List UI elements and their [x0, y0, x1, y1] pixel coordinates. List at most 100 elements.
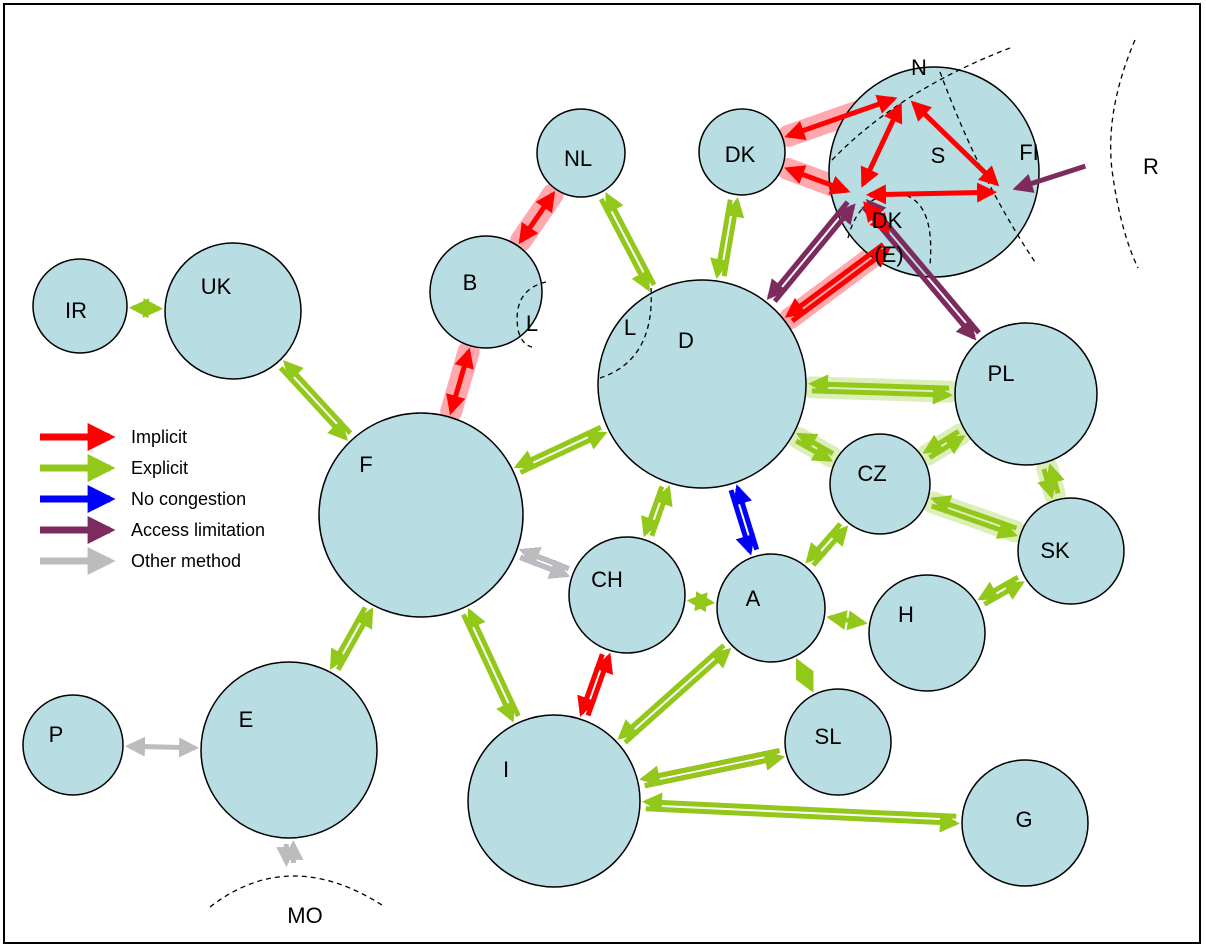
- link-halo-19: [916, 423, 972, 466]
- node-label-i: I: [503, 757, 509, 782]
- node-ir: [32, 258, 128, 354]
- link-arrow-fwd-29: [983, 581, 1025, 607]
- link-arrow-back-5: [721, 196, 745, 277]
- nordic-label-n: N: [911, 55, 927, 80]
- morocco-border: [209, 875, 386, 908]
- link-arrow-a-30: [795, 658, 814, 681]
- link-arrow-back-1: [283, 360, 353, 435]
- link-arrow-back-37: [642, 792, 957, 819]
- node-label-sk: SK: [1040, 538, 1070, 563]
- node-cz: [829, 433, 931, 535]
- link-arrow-fwd-17: [811, 384, 953, 405]
- link-arrow-fwd-8: [790, 247, 891, 324]
- node-label-cz: CZ: [857, 461, 886, 486]
- link-arrow-fwd-38: [329, 606, 368, 670]
- node-ch: [568, 536, 686, 654]
- link-arrow-fwd-36: [644, 750, 785, 789]
- russia-border: [1110, 39, 1139, 269]
- link-arrow-back-27: [805, 522, 843, 564]
- node-label-e: E: [239, 707, 254, 732]
- link-arrow-double-7: [784, 165, 851, 195]
- luxembourg-label-b: L: [526, 311, 538, 336]
- link-arrow-a-39: [161, 737, 200, 758]
- link-arrow-back-21: [1045, 463, 1065, 495]
- link-arrow-b-26: [694, 591, 716, 612]
- link-arrow-b-39: [124, 736, 163, 757]
- luxembourg-border-d: [599, 287, 652, 379]
- link-arrow-single-11: [1012, 163, 1087, 193]
- legend-label-explicit: Explicit: [131, 458, 188, 478]
- node-sl: [784, 688, 892, 796]
- link-arrow-double-14: [865, 182, 998, 205]
- node-label-uk: UK: [201, 274, 232, 299]
- link-arrow-back-19: [922, 429, 960, 454]
- node-nl: [536, 108, 626, 198]
- link-arrow-back-31: [623, 647, 732, 745]
- node-d: [597, 279, 807, 489]
- legend-label-no_congestion: No congestion: [131, 489, 246, 509]
- node-a: [716, 553, 826, 663]
- link-arrow-fwd-31: [617, 643, 726, 740]
- node-label-p: P: [49, 722, 64, 747]
- flow-links: [124, 94, 1087, 868]
- node-i: [467, 714, 641, 888]
- node-label-nl: NL: [564, 146, 592, 171]
- node-pl: [954, 322, 1098, 466]
- node-label-f: F: [359, 452, 372, 477]
- link-arrow-back-18: [796, 432, 835, 456]
- link-arrow-back-20: [930, 495, 1018, 531]
- node-dkw: [698, 108, 786, 196]
- node-p: [22, 694, 124, 796]
- nordic-label-fi: FI: [1019, 140, 1039, 165]
- link-arrow-a-26: [686, 592, 708, 613]
- link-arrow-double-3: [518, 190, 556, 245]
- link-arrow-back-38: [335, 607, 374, 671]
- link-arrow-fwd-16: [513, 425, 602, 469]
- link-arrow-double-13: [910, 100, 1000, 187]
- link-arrow-back-33: [585, 652, 614, 717]
- legend-label-access_limitation: Access limitation: [131, 520, 265, 540]
- link-arrow-back-9: [766, 200, 850, 301]
- diagram-frame: [3, 3, 1201, 944]
- nordic-label-dke-e: (E): [874, 242, 903, 267]
- link-arrow-back-8: [784, 242, 885, 318]
- link-arrow-back-36: [639, 748, 781, 786]
- morocco-label: MO: [287, 903, 322, 928]
- node-label-dkw: DK: [725, 142, 756, 167]
- node-label-sl: SL: [815, 724, 842, 749]
- link-arrow-back-17: [808, 374, 950, 395]
- link-arrow-fwd-4: [598, 197, 651, 292]
- link-arrow-b-28: [846, 610, 868, 631]
- node-f: [318, 412, 524, 618]
- node-sk: [1017, 497, 1125, 605]
- link-arrow-fwd-9: [772, 203, 856, 303]
- link-arrow-back-34: [467, 607, 521, 718]
- sublabel-group: N S FI DK (E) L L R MO: [287, 55, 1159, 928]
- nordic-label-s: S: [931, 143, 946, 168]
- nordic-label-dke: DK: [872, 208, 903, 233]
- nordic-border-n: [831, 47, 1011, 161]
- nordic-border-dke: [847, 193, 932, 266]
- link-arrow-back-29: [977, 574, 1020, 601]
- link-arrow-b-30: [795, 670, 814, 693]
- link-arrow-fwd-34: [461, 613, 515, 723]
- legend-label-implicit: Implicit: [131, 427, 187, 447]
- node-label-ir: IR: [65, 298, 87, 323]
- node-e: [200, 661, 378, 839]
- node-label-pl: PL: [988, 361, 1015, 386]
- link-halo-17: [800, 376, 961, 403]
- node-label-d: D: [678, 328, 694, 353]
- link-halo-20: [921, 491, 1027, 543]
- node-label-a: A: [746, 586, 761, 611]
- node-uk: [164, 242, 302, 380]
- link-arrow-back-22: [649, 485, 673, 537]
- node-label-b: B: [463, 270, 478, 295]
- node-label-h: H: [898, 602, 914, 627]
- link-arrow-fwd-1: [278, 366, 348, 441]
- link-arrow-a-28: [826, 610, 848, 630]
- legend-label-other_method: Other method: [131, 551, 241, 571]
- link-arrow-fwd-37: [645, 806, 960, 833]
- node-g: [961, 759, 1089, 887]
